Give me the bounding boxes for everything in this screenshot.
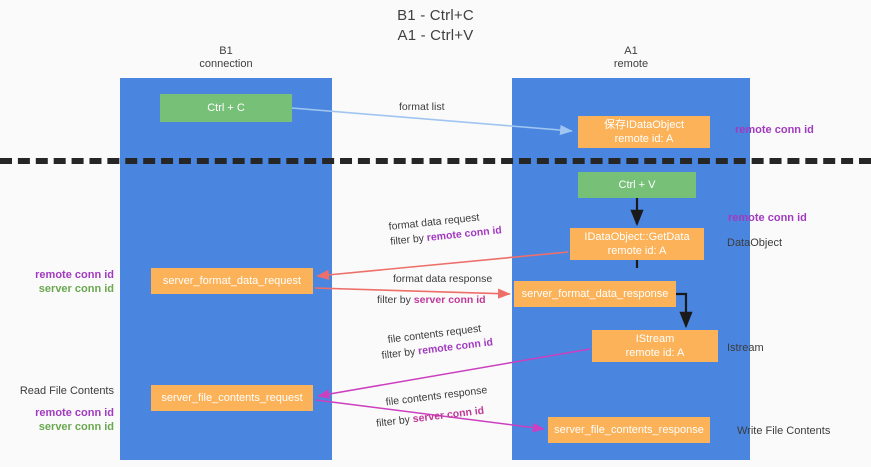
annotation-left-server-conn-id: server conn id xyxy=(38,283,114,295)
annotation-write-file-contents: Write File Contents xyxy=(737,425,831,437)
section-divider xyxy=(0,158,871,164)
annotation-read-file-contents: Read File Contents xyxy=(19,385,114,397)
annotation-read-file-contents-group: Read File Contents remote conn id server… xyxy=(10,384,114,434)
edge-label-format-list: format list xyxy=(399,100,445,115)
box-istream-line2: remote id: A xyxy=(625,347,685,359)
box-istream-line1: IStream xyxy=(635,333,675,345)
box-server-file-contents-response-label: server_file_contents_response xyxy=(554,424,704,436)
edge-label-file-contents-request: file contents request filter by remote c… xyxy=(379,320,494,363)
box-save-idataobject-line2: remote id: A xyxy=(614,133,674,145)
box-server-format-data-request-label: server_format_data_request xyxy=(162,275,302,287)
edge-label-file-contents-response: file contents response filter by server … xyxy=(373,383,491,432)
edge-label-file-contents-response-filter-key: server conn id xyxy=(412,404,485,426)
column-header-a1-role: remote xyxy=(613,58,649,70)
annotation-remote-conn-id-mid: remote conn id xyxy=(728,212,807,224)
annotation-dataobject: DataObject xyxy=(727,237,783,249)
annotation-left-conn-ids: remote conn id server conn id xyxy=(10,268,114,296)
edge-label-file-contents-request-filter-prefix: filter by xyxy=(380,345,419,362)
edge-label-format-list-text: format list xyxy=(399,101,445,113)
edge-label-file-contents-response-filter-prefix: filter by xyxy=(375,413,414,430)
box-istream[interactable]: IStream remote id: A xyxy=(592,330,718,362)
annotation-read-remote-conn-id: remote conn id xyxy=(35,407,114,419)
box-getdata-line2: remote id: A xyxy=(607,245,667,257)
box-server-format-data-response-label: server_format_data_response xyxy=(521,288,669,300)
edge-label-format-data-request: format data request filter by remote con… xyxy=(388,208,503,250)
annotation-remote-conn-id-top: remote conn id xyxy=(735,124,814,136)
annotation-left-remote-conn-id: remote conn id xyxy=(35,269,114,281)
box-server-format-data-response[interactable]: server_format_data_response xyxy=(514,281,676,307)
annotation-istream: Istream xyxy=(727,342,764,354)
box-save-idataobject-line1: 保存IDataObject xyxy=(603,119,685,131)
box-getdata-line1: IDataObject::GetData xyxy=(584,231,690,243)
title-line-2: A1 - Ctrl+V xyxy=(397,27,474,44)
box-ctrl-v[interactable]: Ctrl + V xyxy=(578,172,696,198)
column-header-b1-role: connection xyxy=(199,58,253,70)
page-title: B1 - Ctrl+C A1 - Ctrl+V xyxy=(0,6,871,46)
box-ctrl-c[interactable]: Ctrl + C xyxy=(160,94,292,122)
box-server-format-data-request[interactable]: server_format_data_request xyxy=(151,268,313,294)
edge-label-format-data-request-filter-prefix: filter by xyxy=(389,232,428,248)
edge-label-format-data-response-filter-key: server conn id xyxy=(413,294,486,306)
column-header-b1: B1 connection xyxy=(120,45,332,71)
annotation-read-server-conn-id: server conn id xyxy=(38,421,114,433)
column-header-b1-name: B1 xyxy=(219,45,233,57)
edge-label-format-data-response-line1: format data response xyxy=(393,273,493,285)
box-idataobject-getdata[interactable]: IDataObject::GetData remote id: A xyxy=(570,228,704,260)
box-ctrl-v-label: Ctrl + V xyxy=(618,179,656,191)
edge-label-format-data-response-filter-prefix: filter by xyxy=(377,294,414,306)
title-line-1: B1 - Ctrl+C xyxy=(397,7,474,24)
edge-label-format-data-response: format data response filter by server co… xyxy=(377,272,492,308)
box-server-file-contents-request[interactable]: server_file_contents_request xyxy=(151,385,313,411)
box-ctrl-c-label: Ctrl + C xyxy=(207,102,245,114)
column-header-a1-name: A1 xyxy=(624,45,638,57)
column-header-a1: A1 remote xyxy=(512,45,750,71)
box-server-file-contents-request-label: server_file_contents_request xyxy=(161,392,303,404)
box-save-idataobject[interactable]: 保存IDataObject remote id: A xyxy=(578,116,710,148)
box-server-file-contents-response[interactable]: server_file_contents_response xyxy=(548,417,710,443)
